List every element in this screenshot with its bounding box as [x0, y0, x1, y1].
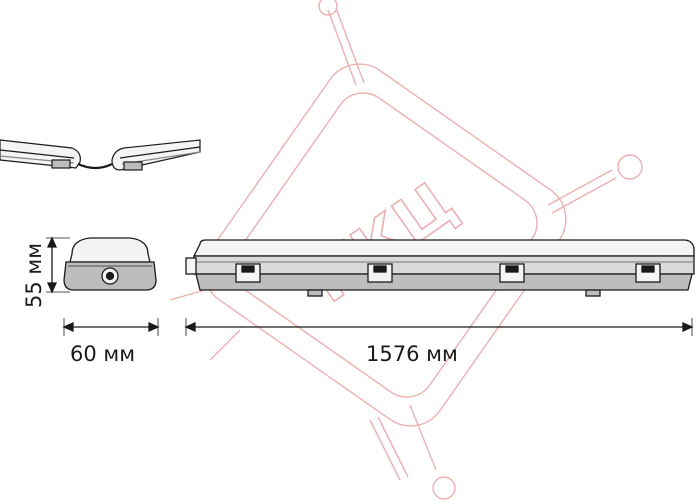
- dimension-lines: [46, 236, 694, 336]
- width-dimension-label: 60 мм: [70, 342, 136, 366]
- fixture-side-view: [185, 239, 695, 297]
- fixture-end-view: [63, 237, 157, 291]
- height-dimension-label: 55 мм: [22, 242, 46, 308]
- connected-fixtures-illustration: [0, 139, 201, 171]
- length-dimension-label: 1576 мм: [366, 342, 458, 366]
